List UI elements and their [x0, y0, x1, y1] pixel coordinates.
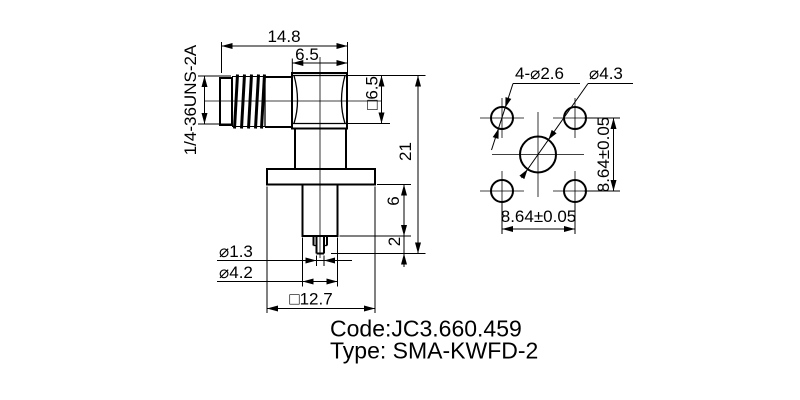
pitch-vertical-label: 8.64±0.05	[594, 117, 613, 193]
dimension-insulator-diameter: ⌀4.2	[217, 237, 338, 287]
pitch-horizontal-label: 8.64±0.05	[501, 207, 577, 226]
dimension-height-overall: 21	[331, 75, 426, 254]
connector-body	[291, 72, 348, 130]
dimension-thread-spec: 1/4-36UNS-2A	[181, 44, 231, 155]
dim-square-6-5-label: □6.5	[363, 76, 382, 110]
thread-ridges	[232, 74, 266, 129]
body-right-arc	[340, 75, 346, 124]
dimension-body-square: □6.5	[347, 75, 426, 124]
body-left-arc	[293, 75, 299, 124]
dimension-width-overall: 14.8	[221, 27, 348, 73]
thread-spec-label: 1/4-36UNS-2A	[181, 44, 200, 155]
dim-2-label: 2	[385, 237, 404, 246]
dim-14-8-label: 14.8	[267, 27, 300, 46]
leader-mount-holes: 4-⌀2.6	[491, 64, 580, 151]
dimension-pitch-vertical: 8.64±0.05	[584, 117, 620, 193]
footer: Code:JC3.660.459 Type: SMA-KWFD-2	[330, 316, 538, 364]
dim-square-12-7-label: □12.7	[289, 290, 332, 309]
part-type-text: Type: SMA-KWFD-2	[330, 338, 538, 364]
insulator-body	[301, 183, 339, 237]
dimension-pin-length: 2	[385, 236, 407, 267]
dim-6-label: 6	[384, 196, 403, 205]
dimension-flange-square: □12.7	[266, 186, 376, 313]
dim-21-label: 21	[396, 142, 415, 161]
mounting-pattern-view: 4-⌀2.6 ⌀4.3 8.64±0.05 8.64±0.05	[480, 64, 633, 234]
dimension-pitch-horizontal: 8.64±0.05	[501, 202, 577, 234]
center-pin	[312, 236, 328, 255]
side-view: 14.8 6.5 1/4-36UNS-2A □6.5	[181, 27, 426, 313]
mount-holes-label: 4-⌀2.6	[515, 64, 564, 83]
dia-1-3-label: ⌀1.3	[219, 242, 253, 261]
leader-center-hole: ⌀4.3	[519, 64, 633, 180]
dimension-width-body: 6.5	[291, 45, 348, 72]
dimension-pin-diameter: ⌀1.3	[217, 242, 352, 266]
coupling-nut-body	[265, 76, 292, 128]
coupling-nut-cap	[219, 77, 233, 126]
part-code-text: Code:JC3.660.459	[330, 316, 522, 342]
dia-4-2-label: ⌀4.2	[219, 263, 253, 282]
center-hole-label: ⌀4.3	[589, 64, 623, 83]
dim-6-5-label: 6.5	[295, 45, 319, 64]
